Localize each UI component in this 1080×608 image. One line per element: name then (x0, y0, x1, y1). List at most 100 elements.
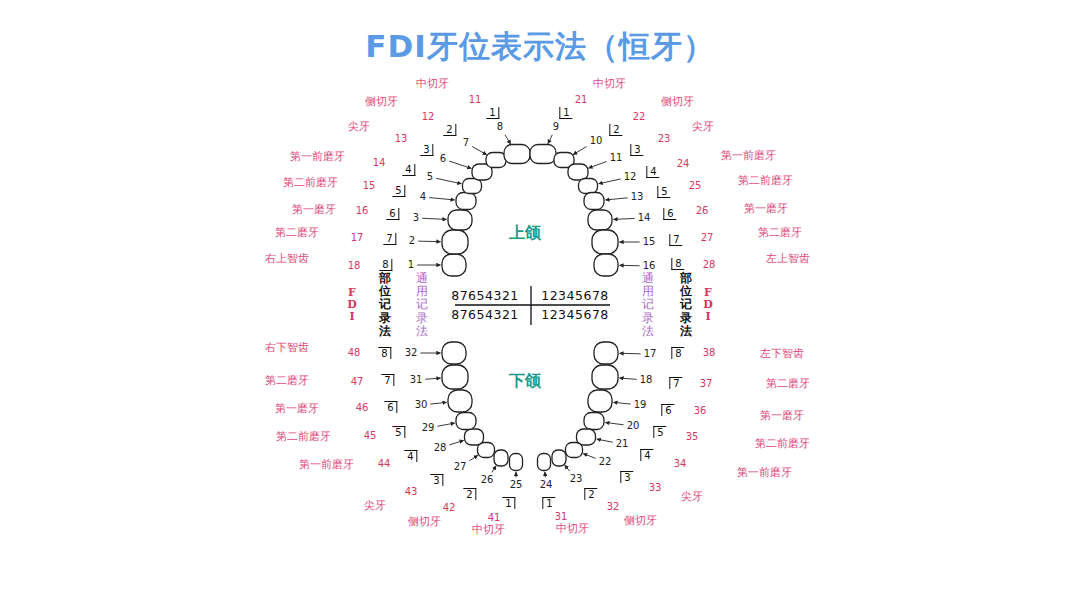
leader-arrow (420, 353, 440, 354)
fdi-number: 28 (703, 259, 716, 271)
fdi-number: 24 (677, 158, 690, 170)
tooth-outline (566, 443, 583, 458)
leader-arrow (418, 241, 440, 243)
universal-number: 25 (510, 479, 523, 491)
leader-arrow (605, 198, 627, 200)
tooth-outline (510, 454, 523, 471)
tooth-name: 尖牙 (364, 500, 386, 513)
universal-number: 13 (631, 191, 644, 203)
universal-number: 24 (540, 479, 553, 491)
tooth-name: 尖牙 (348, 121, 370, 134)
fdi-number: 26 (696, 205, 709, 217)
palmer-number: 3 (420, 144, 433, 156)
fdi-number: 48 (348, 347, 361, 359)
fdi-number: 34 (674, 458, 687, 470)
tooth-outline (456, 413, 476, 430)
tooth-outline (592, 230, 618, 254)
tooth-outline (588, 390, 612, 412)
universal-number: 29 (422, 422, 435, 434)
tooth-name: 第一磨牙 (744, 203, 788, 216)
fdi-number: 36 (694, 405, 707, 417)
jaw-label: 下颌 (509, 372, 541, 390)
fdi-number: 41 (488, 512, 501, 524)
tooth-name: 侧切牙 (408, 516, 441, 529)
leader-arrow (619, 378, 636, 379)
universal-number: 28 (434, 442, 447, 454)
tooth-outline (504, 145, 530, 164)
notation-name: FDI (703, 287, 714, 323)
palmer-number: 4 (640, 449, 653, 461)
tooth-outline (486, 153, 506, 168)
tooth-outline (442, 230, 468, 254)
tooth-outline (494, 450, 508, 466)
tooth-name: 第一磨牙 (275, 403, 319, 416)
fdi-number: 32 (607, 501, 620, 513)
leader-arrow (472, 147, 487, 155)
leader-arrow (613, 402, 630, 404)
notation-name: 部位记录法 (379, 272, 391, 338)
fdi-number: 13 (395, 133, 408, 145)
quadrant-digits: 87654321 (451, 289, 519, 303)
tooth-name: 第二前磨牙 (738, 175, 793, 188)
tooth-name: 右下智齿 (265, 342, 309, 355)
palmer-number: 1 (542, 497, 555, 509)
leader-arrow (425, 378, 440, 379)
palmer-number: 5 (392, 426, 405, 438)
universal-number: 17 (644, 348, 657, 360)
tooth-outline (442, 254, 466, 276)
universal-number: 6 (440, 153, 446, 165)
palmer-number: 2 (584, 488, 597, 500)
universal-number: 20 (627, 420, 640, 432)
tooth-name: 尖牙 (681, 491, 703, 504)
universal-number: 27 (454, 461, 467, 473)
palmer-number: 1 (486, 107, 499, 119)
fdi-number: 47 (351, 376, 364, 388)
palmer-number: 8 (378, 347, 391, 359)
universal-number: 8 (497, 121, 503, 133)
palmer-number: 8 (671, 258, 684, 270)
tooth-name: 第二磨牙 (265, 375, 309, 388)
leader-arrow (449, 440, 463, 445)
leader-arrow (449, 161, 471, 168)
leader-arrow (605, 422, 623, 424)
universal-number: 4 (420, 191, 426, 203)
fdi-number: 12 (422, 111, 435, 123)
fdi-number: 46 (356, 402, 369, 414)
tooth-name: 第一前磨牙 (737, 467, 792, 480)
palmer-number: 5 (657, 186, 670, 198)
palmer-number: 6 (386, 208, 399, 220)
leader-arrow (599, 179, 621, 184)
tooth-name: 侧切牙 (624, 515, 657, 528)
leader-arrow (613, 218, 634, 220)
palmer-number: 7 (669, 234, 682, 246)
leader-arrow (429, 198, 454, 200)
quadrant-digits: 87654321 (451, 308, 519, 322)
universal-number: 30 (415, 399, 428, 411)
notation-name: 通用记录法 (416, 272, 428, 338)
universal-number: 10 (590, 135, 603, 147)
palmer-number: 5 (392, 185, 405, 197)
tooth-name: 右上智齿 (265, 253, 309, 266)
universal-number: 3 (413, 212, 419, 224)
tooth-name: 中切牙 (593, 78, 626, 91)
fdi-number: 33 (649, 482, 662, 494)
quadrant-digits: 12345678 (541, 308, 609, 322)
notation-name: FDI (347, 287, 358, 323)
tooth-outline (594, 342, 618, 364)
palmer-number: 6 (661, 404, 674, 416)
universal-number: 18 (640, 374, 653, 386)
palmer-number: 3 (620, 471, 633, 483)
tooth-outline (592, 365, 618, 389)
tooth-name: 第二前磨牙 (276, 431, 331, 444)
fdi-number: 22 (633, 111, 646, 123)
quadrant-digits: 12345678 (541, 289, 609, 303)
fdi-number: 37 (700, 378, 713, 390)
palmer-number: 7 (383, 233, 396, 245)
universal-number: 31 (410, 374, 423, 386)
notation-name: 部位记录法 (680, 272, 692, 338)
leader-arrow (436, 178, 461, 183)
palmer-number: 2 (609, 124, 622, 136)
tooth-outline (584, 193, 604, 210)
universal-number: 12 (624, 171, 637, 183)
